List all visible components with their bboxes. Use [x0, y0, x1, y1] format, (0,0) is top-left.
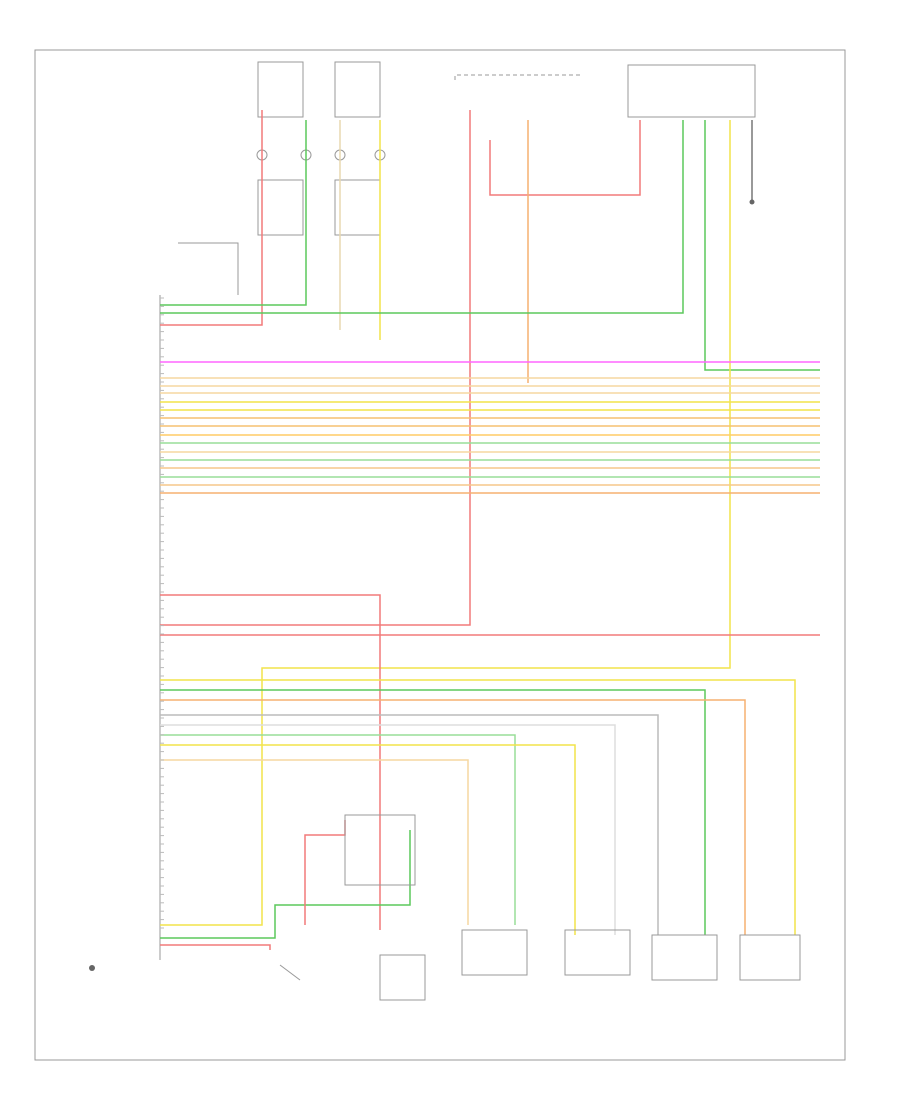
sensor-4 [651, 934, 718, 981]
ground-bracket [178, 242, 239, 295]
sensor-1 [379, 954, 426, 1001]
wire-red-sensor [160, 594, 381, 930]
wire-yellow-far [160, 679, 796, 935]
diagram-frame [34, 49, 846, 1061]
feed-red-relay [160, 110, 263, 326]
pin-numbers [160, 297, 164, 929]
wire-green-left [160, 830, 411, 939]
relay-2 [334, 61, 381, 118]
wire-red-left [160, 944, 271, 950]
wire-yellow-mid [160, 744, 576, 935]
relay-4 [334, 179, 381, 236]
vertical-feeds [160, 110, 820, 926]
feed-green-relay [160, 120, 307, 306]
relay-3 [257, 179, 304, 236]
feed-red-tall [160, 110, 471, 626]
sensors [279, 814, 801, 1001]
feed-red-bridge [489, 120, 641, 196]
sensor-2 [461, 929, 528, 976]
wire-lgreen-mid [160, 734, 516, 925]
wire-orange-far [160, 699, 746, 935]
sensor-5 [739, 934, 801, 981]
feed-green-module [160, 120, 684, 314]
sensor-wires [160, 594, 796, 950]
sensor-3 [564, 929, 631, 976]
wire-tan-mid [160, 759, 469, 925]
bus-wires [160, 361, 820, 636]
relay-1 [257, 61, 304, 118]
ground-symbol [89, 965, 95, 971]
center-module [344, 814, 416, 886]
switch-1 [279, 964, 301, 981]
upper-right-module [627, 64, 756, 118]
feed-yellow-module [160, 120, 731, 926]
wire-green-far [160, 689, 706, 935]
wire-gray-far [160, 714, 659, 935]
upper-bracket [454, 74, 580, 80]
wire-gray-mid [160, 724, 616, 935]
feed-green-2 [704, 120, 820, 371]
top-relays [256, 61, 386, 236]
wire-red-loop [304, 820, 346, 925]
ground-symbol-2 [749, 199, 755, 205]
